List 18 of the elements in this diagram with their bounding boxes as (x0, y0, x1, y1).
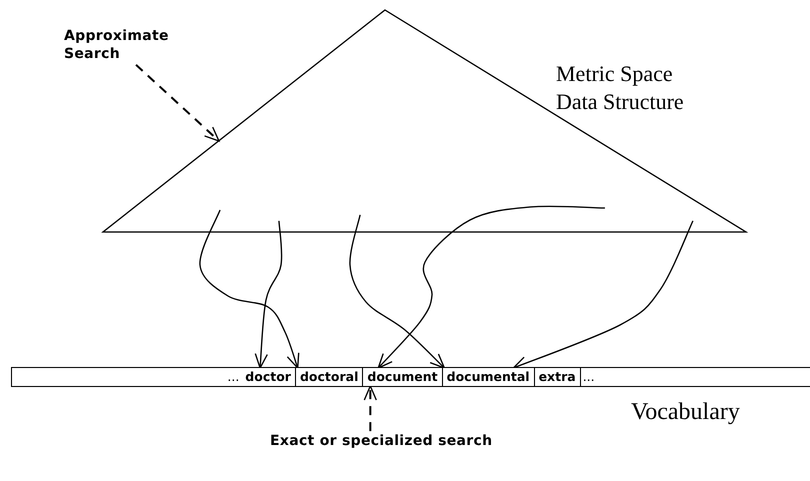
vocabulary-title: Vocabulary (631, 398, 740, 426)
search-label: Approximate Search (64, 27, 184, 63)
vocabulary-word: documental (442, 368, 534, 386)
dashed-arrow (364, 385, 377, 432)
curved-arrow (512, 220, 694, 370)
curved-arrow (254, 220, 282, 369)
vocabulary-word: extra (534, 368, 580, 386)
vocabulary-word: ... (580, 368, 597, 386)
curved-arrow (378, 206, 605, 369)
structure-title: Metric Space Data Structure (556, 60, 685, 116)
vocabulary-word: ... (225, 368, 242, 386)
vocabulary-word: doctoral (294, 368, 362, 386)
vocabulary-word: doctor (241, 368, 295, 386)
search-label: Exact or specialized search (270, 432, 492, 450)
curved-arrow (349, 214, 446, 369)
vocabulary-word: document (362, 368, 442, 386)
dashed-arrow (135, 64, 220, 142)
curved-arrow (199, 210, 300, 369)
